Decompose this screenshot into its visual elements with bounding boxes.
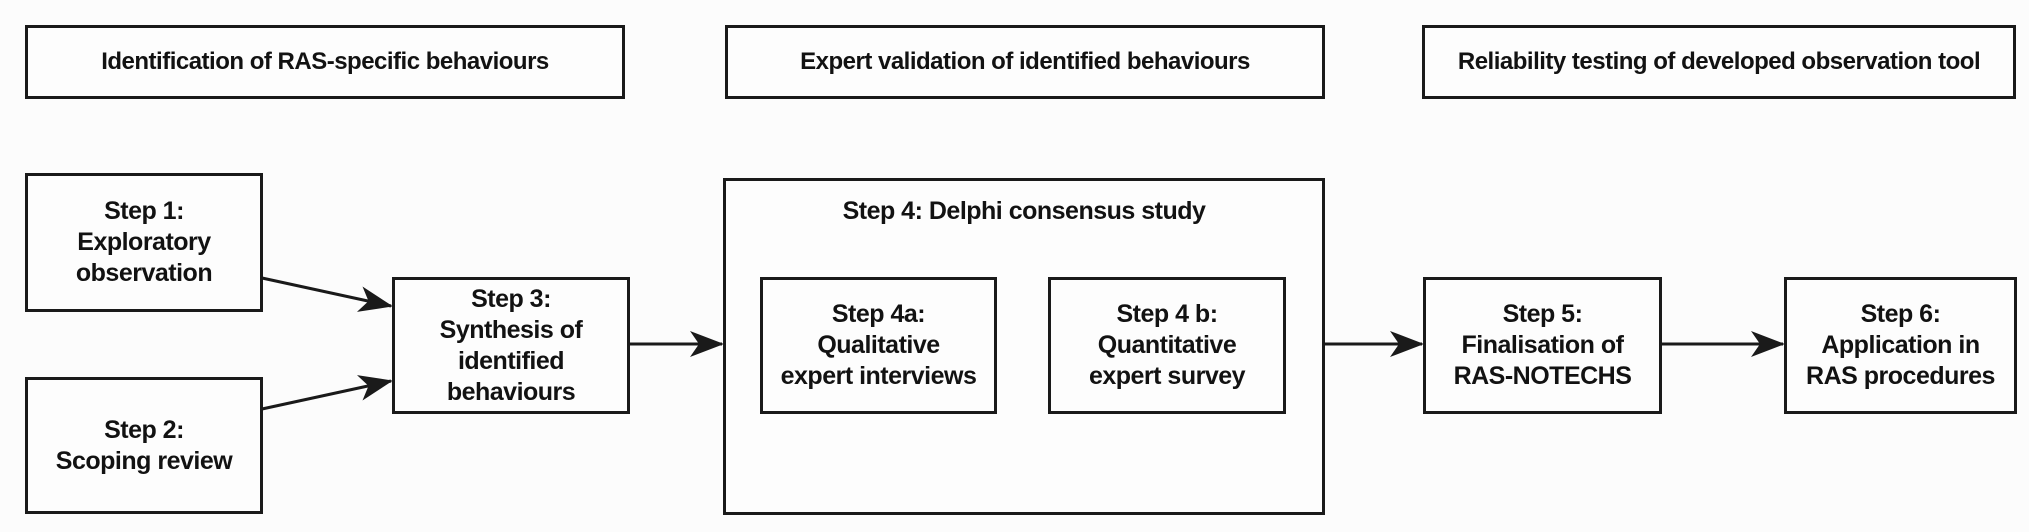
arrow-step2-to-step3 [261,375,393,411]
arrow-step1-to-step3 [261,276,393,312]
step1-label: Step 1: Exploratory observation [75,197,213,287]
phase-header-identification-label: Identification of RAS-specific behaviour… [101,48,549,76]
step1-exploratory-observation-box: Step 1: Exploratory observation [25,173,263,312]
step4-group-title: Step 4: Delphi consensus study [842,197,1206,225]
step2-label: Step 2: Scoping review [55,415,233,475]
step4b-quantitative-survey-box: Step 4 b: Quantitative expert survey [1048,277,1286,414]
step4a-qualitative-interviews-box: Step 4a: Qualitative expert interviews [760,277,997,414]
step2-scoping-review-box: Step 2: Scoping review [25,377,263,514]
phase-header-reliability-testing: Reliability testing of developed observa… [1422,25,2016,99]
step4b-label: Step 4 b: Quantitative expert survey [1088,300,1246,390]
step3-label: Step 3: Synthesis of identified behaviou… [439,284,583,406]
phase-header-expert-validation-label: Expert validation of identified behaviou… [800,48,1250,76]
phase-header-expert-validation: Expert validation of identified behaviou… [725,25,1325,99]
step3-synthesis-box: Step 3: Synthesis of identified behaviou… [392,277,630,414]
step6-application-box: Step 6: Application in RAS procedures [1784,277,2017,414]
step4a-label: Step 4a: Qualitative expert interviews [780,300,977,390]
step5-finalisation-box: Step 5: Finalisation of RAS-NOTECHS [1423,277,1662,414]
step5-label: Step 5: Finalisation of RAS-NOTECHS [1453,300,1632,390]
phase-header-identification: Identification of RAS-specific behaviour… [25,25,625,99]
phase-header-reliability-testing-label: Reliability testing of developed observa… [1457,48,1981,76]
step6-label: Step 6: Application in RAS procedures [1806,300,1995,390]
